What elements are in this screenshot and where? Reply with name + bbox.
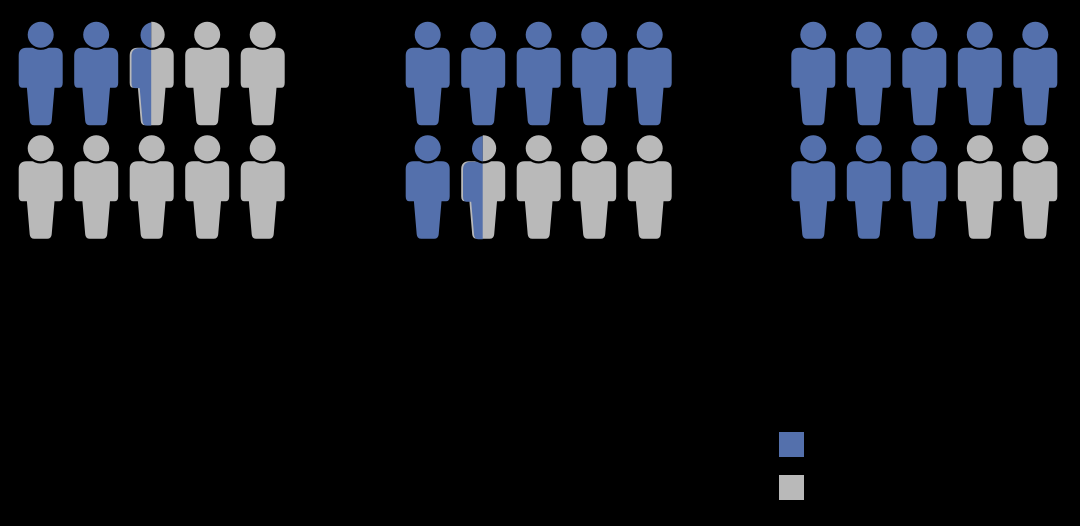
person-icon (185, 133, 230, 239)
person-icon (129, 19, 174, 126)
person-icon (461, 133, 506, 240)
person-icon (1013, 19, 1058, 126)
person-icon (1013, 133, 1058, 239)
person-icon (572, 133, 617, 239)
person-icon (240, 19, 285, 126)
person-icon (957, 133, 1002, 239)
legend-swatch-unfilled (779, 475, 804, 500)
person-icon (240, 133, 285, 239)
person-icon (74, 19, 119, 126)
person-icon (957, 19, 1002, 126)
person-icon (18, 19, 63, 126)
person-icon (185, 19, 230, 126)
person-icon (846, 19, 891, 126)
person-icon (627, 133, 672, 239)
person-icon (572, 19, 617, 126)
person-icon (791, 19, 836, 126)
person-icon (516, 19, 561, 126)
person-icon (791, 133, 836, 239)
person-icon (74, 133, 119, 239)
person-icon (516, 133, 561, 239)
person-icon (902, 133, 947, 239)
person-icon (461, 19, 506, 126)
person-icon (18, 133, 63, 239)
legend-swatch-filled (779, 432, 804, 457)
person-icon (405, 133, 450, 239)
person-icon (129, 133, 174, 239)
person-icon (902, 19, 947, 126)
person-icon (846, 133, 891, 239)
person-icon (627, 19, 672, 126)
person-icon (405, 19, 450, 126)
